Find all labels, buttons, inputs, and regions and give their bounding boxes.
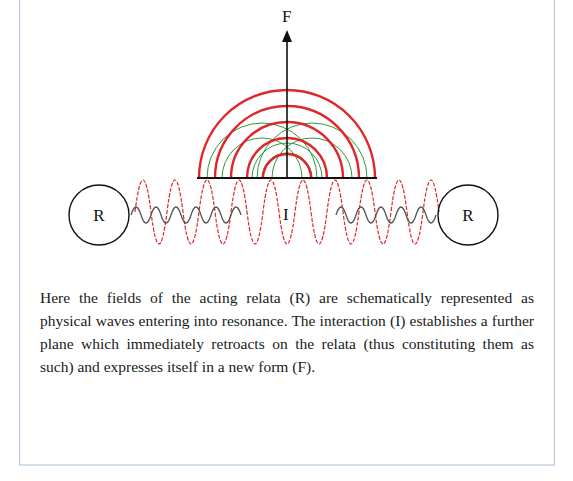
- relatum-circle: R: [68, 184, 130, 246]
- caption: Here the fields of the acting relata (R)…: [40, 286, 534, 378]
- relatum-label: R: [462, 207, 473, 224]
- relatum-circle: R: [437, 184, 499, 246]
- form-arrow: [286, 40, 288, 178]
- symbol-label: F: [280, 8, 293, 25]
- field-wave: [336, 207, 436, 223]
- relatum-label: R: [93, 207, 104, 224]
- symbol-label: I: [281, 206, 291, 223]
- field-wave: [131, 207, 241, 223]
- arrow-head: [282, 30, 292, 42]
- card-border: [20, 0, 555, 465]
